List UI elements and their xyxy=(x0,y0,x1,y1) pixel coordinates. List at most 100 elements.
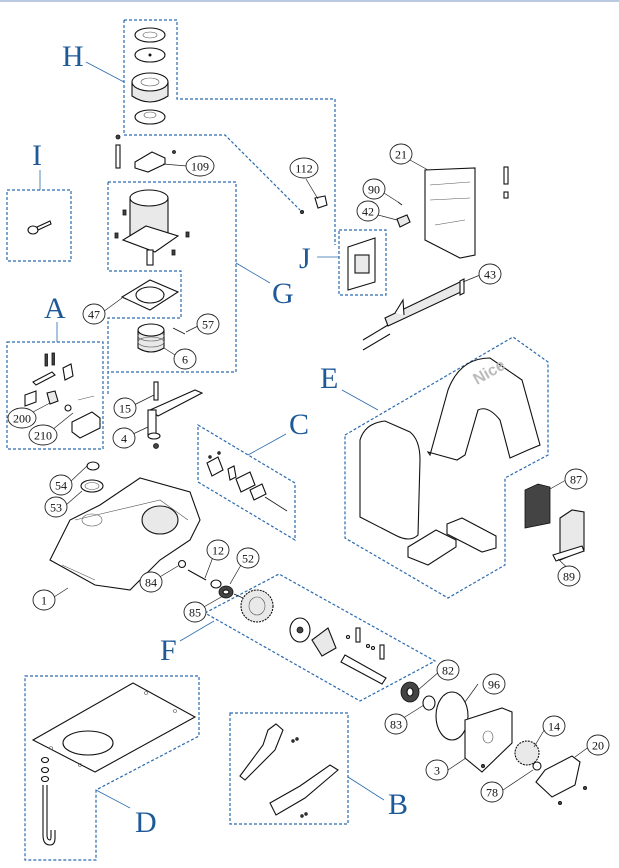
callout-circle xyxy=(44,496,68,518)
callout-number: 84 xyxy=(145,576,157,590)
part-shaft-seals xyxy=(177,559,234,599)
callout-circle xyxy=(28,424,58,446)
callout-circle xyxy=(436,659,460,681)
group-e-label: E xyxy=(320,362,338,395)
part-e-cover: Nice xyxy=(359,357,541,566)
callout-circle xyxy=(7,407,37,429)
callout-number: 89 xyxy=(563,570,575,584)
callout-90: 90 xyxy=(362,178,386,200)
callout-52: 52 xyxy=(236,547,260,569)
callout-circle xyxy=(557,565,581,587)
callout-circle xyxy=(482,673,506,695)
callout-83: 83 xyxy=(384,713,408,735)
callout-number: 54 xyxy=(55,479,67,493)
callout-number: 52 xyxy=(242,552,254,566)
group-d-label: D xyxy=(135,806,157,839)
callout-number: 42 xyxy=(362,205,374,219)
callout-circle xyxy=(542,715,566,737)
callout-circle xyxy=(139,571,163,593)
callout-circle xyxy=(32,589,56,611)
part-g-motor xyxy=(114,189,190,266)
callout-circle xyxy=(425,759,449,781)
callout-number: 1 xyxy=(41,594,47,608)
part-14-pinion xyxy=(514,740,588,806)
callout-53: 53 xyxy=(44,496,68,518)
callout-number: 20 xyxy=(592,739,604,753)
callout-number: 87 xyxy=(570,473,582,487)
callout-number: 57 xyxy=(202,318,214,332)
group-a-label: A xyxy=(44,292,66,325)
group-i-box xyxy=(6,189,72,262)
callout-circle xyxy=(289,157,319,179)
callout-3: 3 xyxy=(425,759,449,781)
callout-number: 210 xyxy=(34,429,52,443)
callout-circle xyxy=(49,474,73,496)
group-h-box xyxy=(123,19,336,245)
group-f-leader xyxy=(179,620,215,642)
callout-number: 53 xyxy=(50,501,62,515)
callout-84: 84 xyxy=(139,571,163,593)
callout-78: 78 xyxy=(480,781,504,803)
group-g-box xyxy=(107,181,237,395)
part-1-gearbox-housing xyxy=(49,477,201,591)
callout-circle xyxy=(480,781,504,803)
callout-14: 14 xyxy=(542,715,566,737)
callout-6: 6 xyxy=(173,348,197,370)
callout-circle xyxy=(389,143,413,165)
callout-circle xyxy=(384,713,408,735)
group-h-label: H xyxy=(62,40,84,73)
callout-96: 96 xyxy=(482,673,506,695)
part-h-discs xyxy=(131,27,169,125)
group-c-leader xyxy=(247,433,287,456)
callout-89: 89 xyxy=(557,565,581,587)
callout-circle xyxy=(362,178,386,200)
callout-number: 78 xyxy=(486,786,498,800)
callout-circle xyxy=(112,427,136,449)
part-112 xyxy=(299,195,328,214)
callout-circle xyxy=(185,155,215,177)
callout-number: 4 xyxy=(121,432,127,446)
part-21-control-unit xyxy=(396,166,509,259)
part-3-flange-plate xyxy=(464,707,513,773)
part-6-pulley xyxy=(137,323,186,353)
callout-number: 109 xyxy=(191,160,209,174)
group-c-label: C xyxy=(289,408,309,441)
callout-12: 12 xyxy=(206,539,230,561)
callout-4: 4 xyxy=(112,427,136,449)
callout-circle xyxy=(236,547,260,569)
callout-number: 14 xyxy=(548,720,560,734)
callout-circle xyxy=(82,303,106,325)
group-b-leader xyxy=(347,776,385,801)
callout-circle xyxy=(564,468,588,490)
part-87-89-grilles xyxy=(524,483,585,562)
group-g-label: G xyxy=(272,277,294,310)
group-b-box xyxy=(229,712,349,825)
callout-20: 20 xyxy=(586,734,610,756)
callout-circle xyxy=(173,348,197,370)
part-j-receiver xyxy=(347,237,376,291)
part-i-key xyxy=(27,220,52,235)
callout-number: 83 xyxy=(390,718,402,732)
part-bearings-oring xyxy=(400,681,469,741)
group-i-label: I xyxy=(32,139,42,172)
callout-number: 6 xyxy=(182,353,188,367)
group-d-leader xyxy=(95,789,131,809)
group-a-box xyxy=(6,341,104,450)
top-border xyxy=(0,0,619,2)
group-j-box xyxy=(338,229,387,296)
part-d-foundation-plate xyxy=(31,682,197,846)
callout-circle xyxy=(113,397,137,419)
part-f-gear-assembly xyxy=(233,589,387,685)
callout-number: 96 xyxy=(488,678,500,692)
callout-1: 1 xyxy=(32,589,56,611)
callout-43: 43 xyxy=(478,263,502,285)
group-b-label: B xyxy=(388,788,408,821)
callout-200: 200 xyxy=(7,407,37,429)
callout-number: 112 xyxy=(295,162,313,176)
callout-112: 112 xyxy=(289,157,319,179)
callout-87: 87 xyxy=(564,468,588,490)
callout-47: 47 xyxy=(82,303,106,325)
callout-circle xyxy=(183,601,207,623)
callout-42: 42 xyxy=(356,200,380,222)
